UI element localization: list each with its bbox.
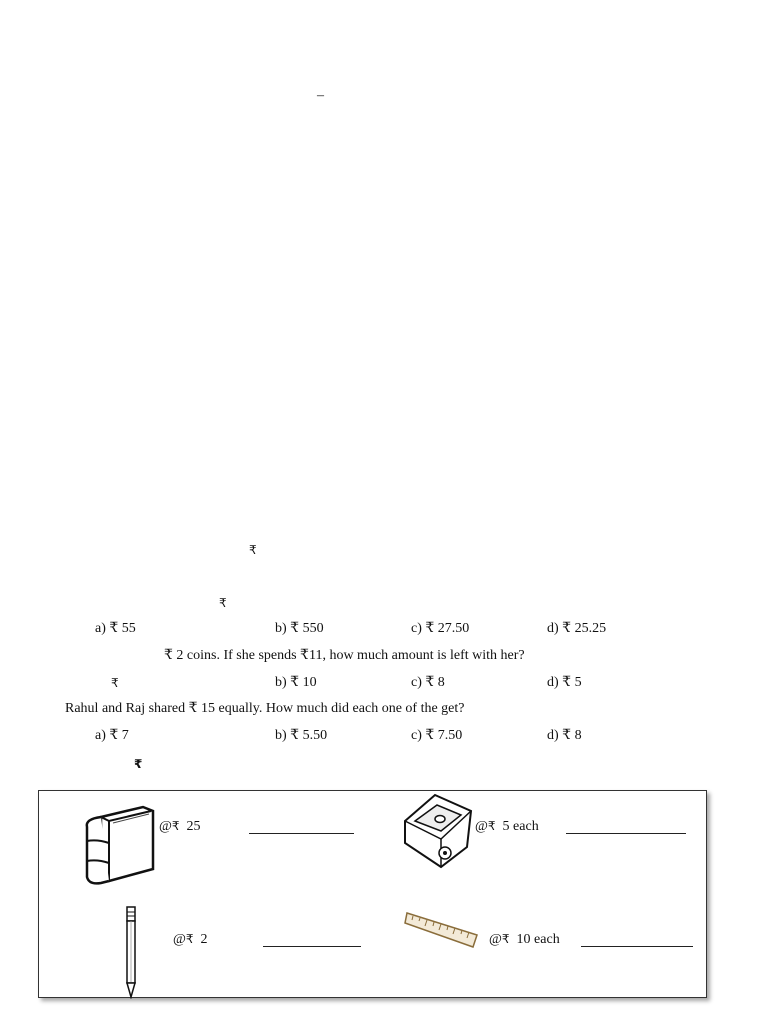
question-c-option-c: c) ₹ 7.50 [411,728,463,743]
question-a-option-d: d) ₹ 25.25 [547,621,607,636]
question-b-option-c: c) ₹ 8 [411,675,445,690]
pencil-price-value: 2 [200,932,208,947]
ruler-price: @₹ 10 each [489,931,560,948]
sharpener-price-currency: ₹ [487,819,496,833]
question-a-option-c: c) ₹ 27.50 [411,621,470,636]
sharpener-icon [404,793,473,869]
question-b-option-b: b) ₹ 10 [275,675,317,690]
partial-line-rupee-3: ₹ [134,757,143,771]
price-list-box: @₹ 25 @₹ 5 each @₹ 2 [38,790,707,999]
question-b-option-a: ₹ [111,676,119,690]
book-icon [85,805,155,885]
book-price-currency: ₹ [171,819,180,833]
question-b-option-d: d) ₹ 5 [547,675,582,690]
sharpener-answer-blank[interactable] [566,833,686,834]
pencil-answer-blank[interactable] [263,946,361,947]
pencil-price-currency: ₹ [185,932,194,946]
partial-line-rupee-2: ₹ [219,596,227,610]
pencil-price: @₹ 2 [173,931,208,948]
stray-dash: – [317,88,324,103]
question-c-option-d: d) ₹ 8 [547,728,582,743]
pencil-price-prefix: @ [173,932,186,947]
partial-line-rupee-1: ₹ [249,543,257,557]
question-a-option-a: a) ₹ 55 [95,621,136,636]
sharpener-price-prefix: @ [475,819,488,834]
ruler-price-value: 10 each [516,932,560,947]
question-c-option-a: a) ₹ 7 [95,728,129,743]
book-price-prefix: @ [159,819,172,834]
book-price-value: 25 [186,819,201,834]
sharpener-price-value: 5 each [502,819,539,834]
ruler-price-prefix: @ [489,932,502,947]
book-answer-blank[interactable] [249,833,354,834]
book-price: @₹ 25 [159,818,201,835]
sharpener-price: @₹ 5 each [475,818,539,835]
ruler-price-currency: ₹ [501,932,510,946]
ruler-icon [404,912,478,948]
ruler-answer-blank[interactable] [581,946,693,947]
question-b-stem: ₹ 2 coins. If she spends ₹11, how much a… [164,648,525,663]
question-c-stem: Rahul and Raj shared ₹ 15 equally. How m… [65,701,465,716]
question-a-option-b: b) ₹ 550 [275,621,324,636]
pencil-icon [126,906,136,999]
question-c-option-b: b) ₹ 5.50 [275,728,328,743]
